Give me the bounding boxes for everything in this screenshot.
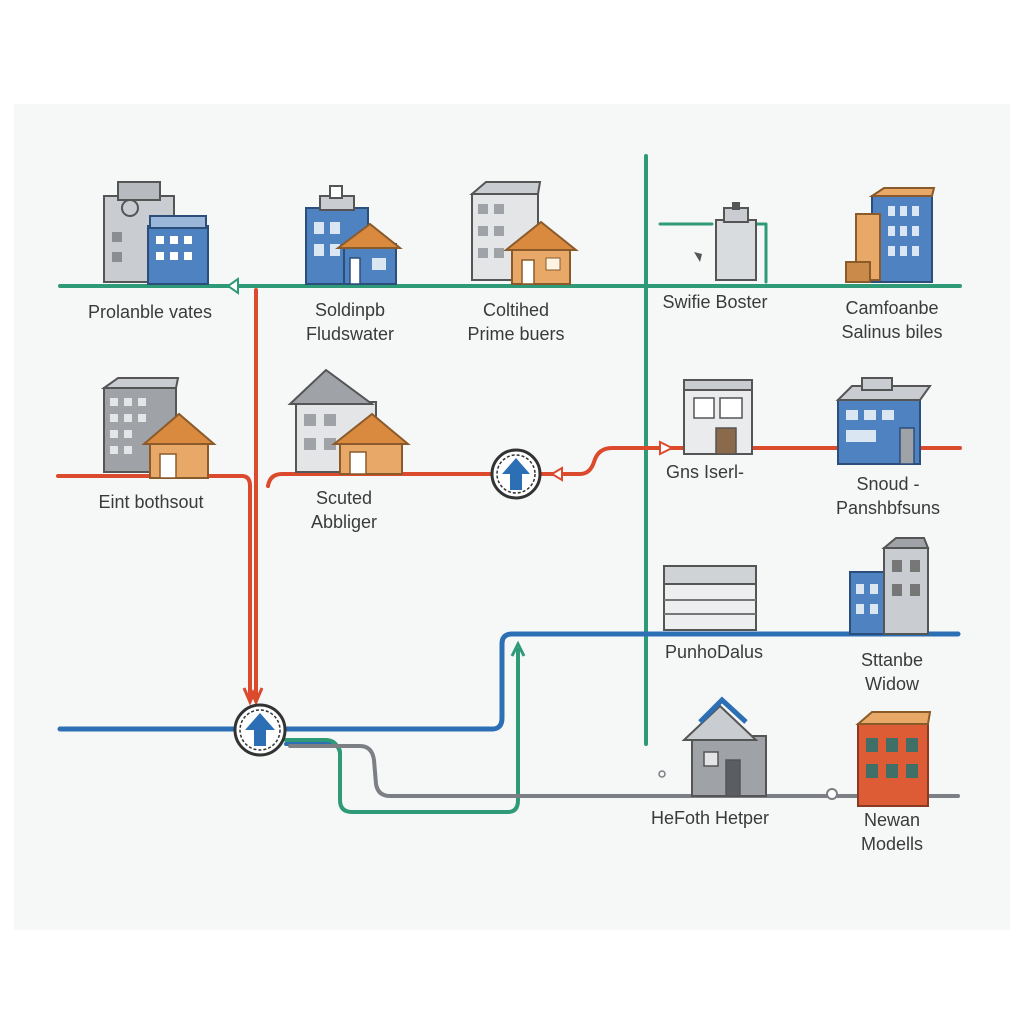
- node-label-prolanble-vates: Prolanble vates: [87, 302, 213, 322]
- node-label-punhodalus: PunhoDalus: [664, 642, 764, 662]
- node-label-sttanbe: Sttanbe Widow: [860, 650, 924, 694]
- junction-top-pump: [490, 448, 542, 500]
- arrow-mark-icon: [694, 252, 702, 262]
- node-label-scuted: Scuted Abbliger: [310, 488, 378, 532]
- junction-bottom-pump: [233, 703, 287, 757]
- green-arrow-left-icon: [226, 277, 239, 295]
- pipes: [56, 154, 962, 814]
- tank-station-icon: [715, 202, 757, 281]
- pipe-connectors: [58, 252, 838, 800]
- node-label-coltihed: Coltihed Prime buers: [467, 300, 565, 344]
- blue-office-icon: [835, 377, 932, 465]
- office-with-blue-building-icon: [103, 181, 209, 285]
- gray-valve-icon: [826, 788, 838, 800]
- green-lower-loop-pipe: [284, 648, 520, 814]
- node-label-gns-iserl: Gns Iserl-: [665, 462, 744, 482]
- red-arrow-down-left-icon: [242, 687, 258, 706]
- gray-house-with-blue-roof-icon: [681, 696, 767, 797]
- node-label-hefoth-hetper: HeFoth Hetper: [650, 808, 770, 828]
- green-tank-branch: [658, 222, 768, 284]
- red-arrow-down-right-icon: [248, 687, 264, 706]
- gray-dot-icon: [658, 770, 666, 778]
- node-label-newan: Newan Modells: [860, 810, 924, 854]
- red-brick-building-icon: [855, 711, 932, 807]
- node-label-soldinpb: Soldinpb Fludswater: [305, 300, 395, 344]
- blue-house-icon: [305, 185, 403, 285]
- blue-up-arrow-icon: [502, 458, 530, 490]
- blue-up-arrow-icon: [245, 713, 275, 746]
- red-arrow-left-icon: [550, 466, 563, 482]
- office-with-house-icon: [100, 377, 217, 479]
- node-label-camfoanbe: Camfoanbe Salinus biles: [841, 298, 943, 342]
- orange-blue-tower-icon: [845, 187, 936, 283]
- node-label-snoud: Snoud - Panshbfsuns: [835, 474, 941, 518]
- gray-house-icon: [287, 368, 411, 475]
- blue-branch-pipe: [284, 742, 342, 782]
- red-right-main-pipe: [266, 446, 962, 488]
- storefront-icon: [663, 565, 757, 631]
- small-shop-icon: [683, 379, 753, 455]
- gray-building-with-house-icon: [469, 181, 579, 285]
- red-arrow-right-icon: [659, 440, 675, 456]
- green-arrow-up-icon: [510, 640, 526, 657]
- blue-left-main-pipe: [57, 631, 961, 732]
- gray-lower-main-pipe: [288, 744, 960, 798]
- blue-gray-office-icon: [849, 537, 930, 635]
- node-label-swifie-boster: Swifie Boster: [662, 292, 768, 312]
- node-label-eint-bothsout: Eint bothsout: [98, 492, 204, 512]
- red-left-main-pipe: [56, 474, 252, 702]
